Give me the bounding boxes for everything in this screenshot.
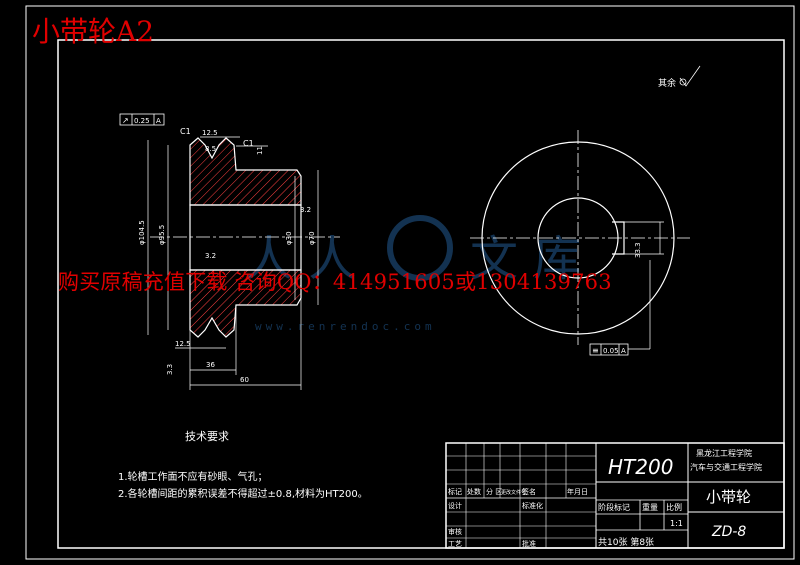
sym-datum: A <box>621 347 626 355</box>
keyway-dim: 33.3 <box>634 242 642 258</box>
tb-row-std: 标准化 <box>522 501 543 510</box>
tb-weight: 重量 <box>642 502 658 512</box>
tb-school-1: 黑龙江工程学院 <box>696 448 752 458</box>
len-hub: 36 <box>206 361 215 369</box>
runout-symbol: ↗ <box>122 116 129 125</box>
hub-od: φ70 <box>308 231 316 245</box>
tb-drawing-no: ZD-8 <box>711 524 746 540</box>
title-block <box>445 442 785 549</box>
tb-col-date: 年月日 <box>567 487 588 496</box>
tb-col-docno: 更改文件号 <box>501 489 526 496</box>
sym-symbol: ≡ <box>592 346 599 355</box>
tb-row-check: 审核 <box>448 527 462 536</box>
outer-dia: φ104.5 <box>138 220 146 245</box>
promo-banner: 购买原稿充值下载 咨询QQ：414951605或1304139763 <box>58 270 612 294</box>
tb-col-sign: 签名 <box>522 487 536 496</box>
sym-frame <box>589 343 629 356</box>
tb-stage: 阶段标记 <box>598 502 630 512</box>
groove-depth: 11 <box>256 146 264 155</box>
tb-col-count: 处数 <box>467 487 481 496</box>
title-block-text: 标记 处数 分 区 更改文件号 签名 年月日 设计 标准化 审核 工艺 批准 H… <box>448 448 762 548</box>
groove-width: 12.5 <box>202 129 218 137</box>
groove-top: 8.5 <box>205 145 216 153</box>
runout-tol: 0.25 <box>134 117 150 125</box>
tb-row-design: 设计 <box>448 501 462 510</box>
end-view: 33.3 ≡ 0.05 A <box>470 130 690 356</box>
keyway <box>612 221 625 255</box>
tb-part-name: 小带轮 <box>706 488 751 506</box>
tech-line1: 1.轮槽工作面不应有砂眼、气孔； <box>118 470 268 483</box>
watermark-url: www.renrendoc.com <box>255 320 436 333</box>
tech-requirements: 技术要求 1.轮槽工作面不应有砂眼、气孔； 2.各轮槽间距的累积误差不得超过±0… <box>118 430 368 500</box>
tb-row-approve: 批准 <box>522 539 536 548</box>
groove-pitch: 12.5 <box>175 340 191 348</box>
tb-ratio: 比例 <box>666 502 682 512</box>
tb-sheets: 共10张 第8张 <box>598 536 654 548</box>
tb-material: HT200 <box>608 455 673 479</box>
chamfer-right: C1 <box>243 139 254 148</box>
svg-text:文 库: 文 库 <box>470 231 581 287</box>
tb-col-zone: 分 区 <box>486 487 502 496</box>
bore-dia: φ30 <box>285 231 293 245</box>
tech-line2: 2.各轮槽间距的累积误差不得超过±0.8,材料为HT200。 <box>118 487 368 500</box>
runout-frame <box>119 113 165 126</box>
roughness-b: 3.2 <box>300 206 311 214</box>
tb-scale: 1:1 <box>670 519 683 528</box>
tb-row-process: 工艺 <box>448 540 462 548</box>
roughness-a: 3.2 <box>205 252 216 260</box>
surface-roughness-note: 其余 <box>658 65 701 89</box>
hub-dia: φ95.5 <box>158 225 166 245</box>
runout-datum: A <box>156 117 161 125</box>
tech-heading: 技术要求 <box>185 430 229 443</box>
len-total: 60 <box>240 376 249 384</box>
bore-outline <box>189 204 302 271</box>
inner-frame <box>57 39 785 549</box>
chamfer-left: C1 <box>180 127 191 136</box>
sym-tol: 0.05 <box>603 347 619 355</box>
surface-note: 其余 <box>658 77 676 89</box>
header-title: 小带轮A2 <box>32 15 155 48</box>
outer-frame <box>25 5 795 560</box>
section-view: 0.25 A ↗ C1 12.5 8.5 C1 11 φ104.5 φ95.5 … <box>119 113 340 390</box>
tb-col-mark: 标记 <box>448 487 462 496</box>
groove-base: 3.3 <box>166 364 174 375</box>
tb-school-2: 汽车与交通工程学院 <box>690 462 762 472</box>
